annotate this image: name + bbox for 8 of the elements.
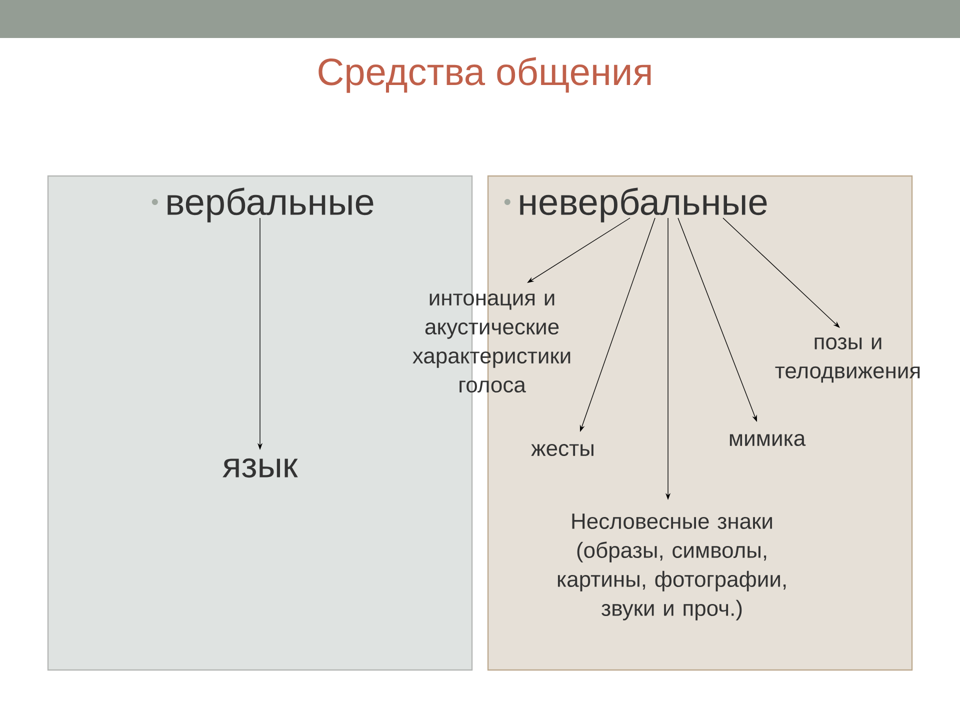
node-label: интонация и акустические характеристики голоса <box>412 293 570 393</box>
node-label: мимика <box>730 434 806 446</box>
node-label: вербальные <box>168 188 374 222</box>
node-label: Несловесные знаки (образы, символы, картины, фотографии, звуки и проч.) <box>558 514 786 620</box>
node-label: язык <box>222 458 298 478</box>
slide-title: Средства общения <box>318 57 651 93</box>
node-label: невербальные <box>520 188 767 222</box>
node-label: жесты <box>531 444 594 456</box>
